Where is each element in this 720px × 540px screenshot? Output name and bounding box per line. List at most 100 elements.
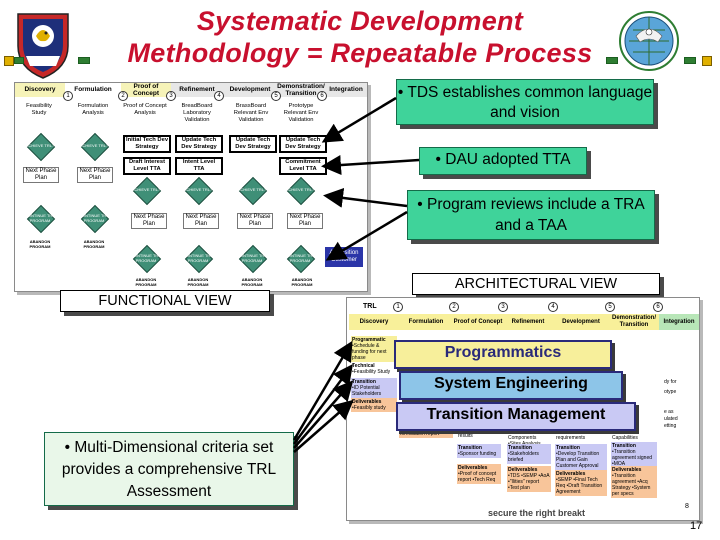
fragment-results: results <box>458 433 473 439</box>
formulation-transition-items: •Sponsor funding <box>458 451 497 457</box>
tds-callout: • TDS establishes common language and vi… <box>396 79 654 125</box>
arch-header-refinement: Refinement <box>503 314 554 330</box>
next-phase-plan-6: Next Phase Plan <box>287 213 323 229</box>
proof-of-concept-analysis-box: Proof of Concept Analysis <box>123 103 167 117</box>
left-decor-bar <box>14 57 24 64</box>
demonstration-transition: Transition •Transition agreement signed … <box>611 442 657 468</box>
development-deliverables-items: •SEMP •Final Tech Req •Draft Transition … <box>556 477 603 495</box>
commitment-level-tta-box: Commitment Level TTA <box>279 157 327 175</box>
phase-header-formulation: Formulation <box>65 83 121 97</box>
arch-milestone-2: 2 <box>449 302 459 312</box>
continue-program-label-1: CONTINUE THE PROGRAM <box>25 213 55 223</box>
achieve-trl-label-5: ACHIEVE TRL? <box>237 187 267 192</box>
refinement-transition-title: Transition <box>508 445 532 451</box>
fragment-side-4: ulated <box>664 416 678 422</box>
system-engineering-band: System Engineering <box>399 371 623 400</box>
next-phase-plan-3: Next Phase Plan <box>131 213 167 229</box>
milestone-3: 3 <box>166 91 176 101</box>
arch-header-development: Development <box>553 314 610 330</box>
demonstration-transition-items: •Transition agreement signed •MOA <box>612 449 653 467</box>
eagle-globe-seal-icon <box>618 8 680 74</box>
next-phase-plan-1: Next Phase Plan <box>23 167 59 183</box>
development-transition: Transition •Develop Transition Plan and … <box>555 444 607 470</box>
abandon-program-6: ABANDON PROGRAM <box>291 277 313 287</box>
right-decor-bar <box>606 57 618 64</box>
discovery-transition: Transition •ID Potential Stakeholders <box>351 378 397 398</box>
left-decor-bar-2 <box>78 57 90 64</box>
milestone-4: 4 <box>214 91 224 101</box>
development-deliverables: Deliverables •SEMP •Final Tech Req •Draf… <box>555 470 607 496</box>
development-deliverables-title: Deliverables <box>556 471 586 477</box>
discovery-deliverables-items: •Feasibly study <box>352 405 386 411</box>
abandon-program-3: ABANDON PROGRAM <box>135 277 157 287</box>
brassboard-validation-box: BrassBoard Relevant Env Validation <box>229 103 273 124</box>
continue-program-label-3: CONTINUE THE PROGRAM <box>131 253 161 263</box>
update-tech-dev-strategy-box-1: Update Tech Dev Strategy <box>175 135 223 153</box>
multi-dimensional-criteria-callout: • Multi-Dimensional criteria set provide… <box>44 432 294 506</box>
trl-label: TRL <box>363 303 377 310</box>
title-line-2: Methodology = Repeatable Process <box>127 38 593 68</box>
milestone-6: 6 <box>317 91 327 101</box>
refinement-deliverables-items: •TDS •SEMP •AoA •"Ilities" report •Test … <box>508 473 550 491</box>
discovery-deliverables: Deliverables •Feasibly study <box>351 398 397 412</box>
refinement-deliverables: Deliverables •TDS •SEMP •AoA •"Ilities" … <box>507 466 551 492</box>
abandon-program-4: ABANDON PROGRAM <box>187 277 209 287</box>
formulation-transition-title: Transition <box>458 445 482 451</box>
discovery-programmatic-title: Programmatic <box>352 337 386 343</box>
formulation-analysis-box: Formulation Analysis <box>71 103 115 117</box>
arrow-criteria-2 <box>292 363 353 445</box>
demonstration-transition-title: Transition <box>612 443 636 449</box>
arch-header-integration: Integration <box>659 314 699 330</box>
achieve-trl-label-6: ACHIEVE TRL? <box>285 187 315 192</box>
arrow-criteria-1 <box>292 340 353 441</box>
arch-header-demonstration: Demonstration/ Transition <box>609 314 660 330</box>
phase-header-discovery: Discovery <box>15 83 65 97</box>
discovery-technical-title: Technical <box>352 363 375 369</box>
continue-program-label-4: CONTINUE THE PROGRAM <box>183 253 213 263</box>
discovery-technical: Technical •Feasibility Study <box>351 362 397 376</box>
formulation-deliverables: Deliverables •Proof of concept report •T… <box>457 464 501 484</box>
formulation-transition: Transition •Sponsor funding <box>457 444 501 458</box>
update-tech-dev-strategy-box-3: Update Tech Dev Strategy <box>279 135 327 153</box>
discovery-transition-title: Transition <box>352 379 376 385</box>
phase-header-integration: Integration <box>325 83 367 97</box>
development-transition-title: Transition <box>556 445 580 451</box>
continue-program-label-5: CONTINUE THE PROGRAM <box>237 253 267 263</box>
right-decor-bar-2 <box>684 57 696 64</box>
achieve-trl-label-4: ACHIEVE TRL? <box>183 187 213 192</box>
demonstration-deliverables-items: •Transition agreement •Acq Strategy •Sys… <box>612 473 651 497</box>
abandon-program-1: ABANDON PROGRAM <box>29 239 51 249</box>
functional-view-label: FUNCTIONAL VIEW <box>60 290 270 312</box>
arch-header-proof-of-concept: Proof of Concept <box>453 314 504 330</box>
dau-callout: • DAU adopted TTA <box>419 147 587 175</box>
slide-number: 17 <box>690 520 703 532</box>
programmatics-band: Programmatics <box>394 340 612 369</box>
arrow-criteria-4 <box>293 399 354 453</box>
phase-header-proof-of-concept: Proof of Concept <box>121 83 171 97</box>
arch-milestone-4: 4 <box>548 302 558 312</box>
partial-footer-text: secure the right breakt <box>488 508 586 518</box>
next-phase-plan-5: Next Phase Plan <box>237 213 273 229</box>
arch-milestone-1: 1 <box>393 302 403 312</box>
functional-view-diagram: Discovery Formulation Proof of Concept R… <box>14 82 368 292</box>
right-decor-square <box>702 56 712 66</box>
draft-interest-tta-box: Draft Interest Level TTA <box>123 157 171 175</box>
breadboard-validation-box: BreadBoard Laboratory Validation <box>175 103 219 124</box>
fragment-finalize: •Finalize requirements <box>556 429 586 441</box>
abandon-program-2: ABANDON PROGRAM <box>83 239 105 249</box>
formulation-deliverables-title: Deliverables <box>458 465 488 471</box>
arrow-criteria-3 <box>293 380 354 449</box>
continue-program-label-2: CONTINUE THE PROGRAM <box>79 213 109 223</box>
phase-header-demonstration: Demonstration/ Transition <box>277 83 325 97</box>
arch-milestone-5: 5 <box>605 302 615 312</box>
refinement-deliverables-title: Deliverables <box>508 467 538 473</box>
milestone-1: 1 <box>63 91 73 101</box>
architectural-view-label: ARCHITECTURAL VIEW <box>412 273 660 295</box>
formulation-deliverables-items: •Proof of concept report •Tech Req <box>458 471 497 483</box>
army-shield-emblem-icon <box>14 10 72 80</box>
achieve-trl-label-3: ACHIEVE TRL? <box>131 187 161 192</box>
feasibility-study-box: Feasibility Study <box>19 103 59 117</box>
discovery-deliverables-title: Deliverables <box>352 399 382 405</box>
transition-management-band: Transition Management <box>396 402 636 431</box>
arch-milestone-3: 3 <box>498 302 508 312</box>
